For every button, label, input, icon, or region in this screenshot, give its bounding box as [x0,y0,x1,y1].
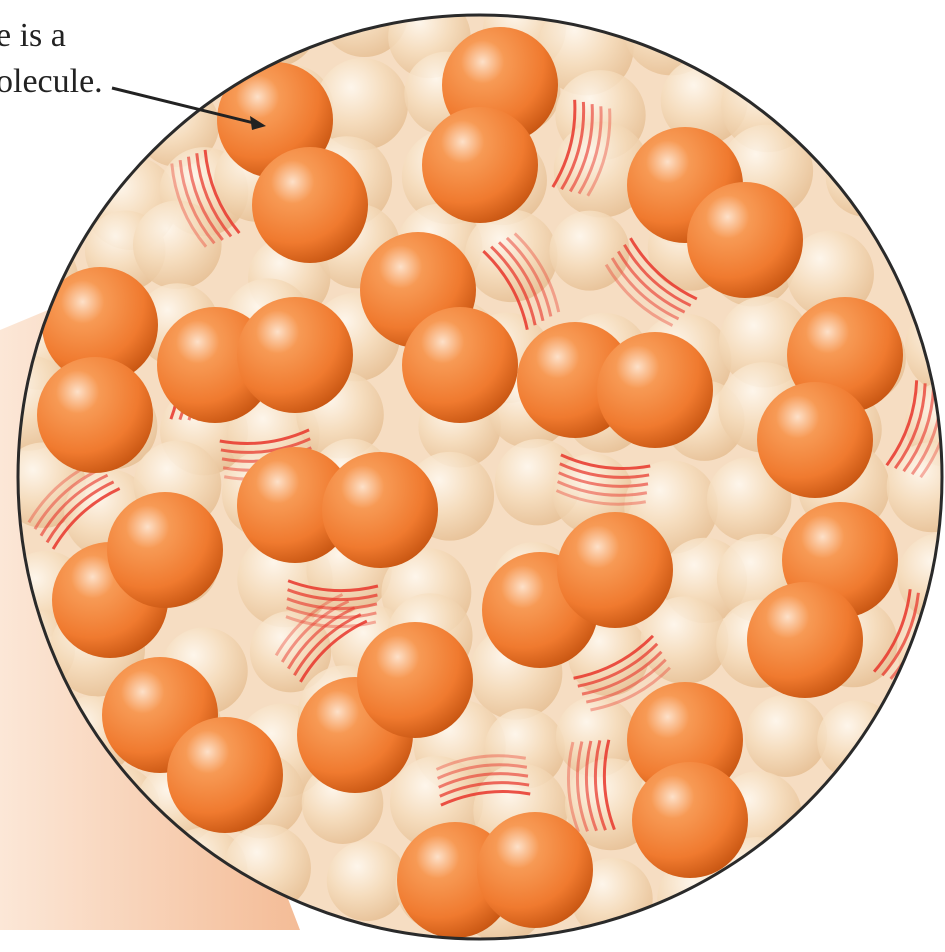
atom [422,107,538,223]
diatomic-molecule [517,322,713,448]
atom [402,307,518,423]
background-atom [0,150,68,244]
callout-label-line2: olecule. [0,60,103,104]
atom [757,382,873,498]
diatomic-molecule [397,812,593,938]
atom [632,762,748,878]
diatomic-molecule [157,297,353,423]
background-atom [806,63,890,147]
background-atom [816,0,899,63]
background-atom [890,765,945,849]
atom [252,147,368,263]
background-atom [880,77,945,159]
background-atom [882,837,945,930]
atom [37,357,153,473]
background-atom [327,841,407,921]
atom [357,622,473,738]
background-atom [873,149,945,240]
background-atom [910,0,945,70]
atom [107,492,223,608]
callout-label-line1: e is a [0,14,66,58]
atom [557,512,673,628]
background-atom [826,136,906,216]
background-atom [745,695,827,777]
background-atom [132,0,221,89]
atom [167,717,283,833]
atom [237,297,353,413]
diatomic-molecule [627,682,748,878]
atom [477,812,593,928]
atom [687,182,803,298]
background-atom [711,0,800,71]
background-atom [819,849,913,943]
atom [322,452,438,568]
background-atom [808,784,890,866]
atom [747,582,863,698]
background-atom [549,211,629,291]
background-atom [817,700,897,780]
atom [597,332,713,448]
background-atom [133,201,222,290]
